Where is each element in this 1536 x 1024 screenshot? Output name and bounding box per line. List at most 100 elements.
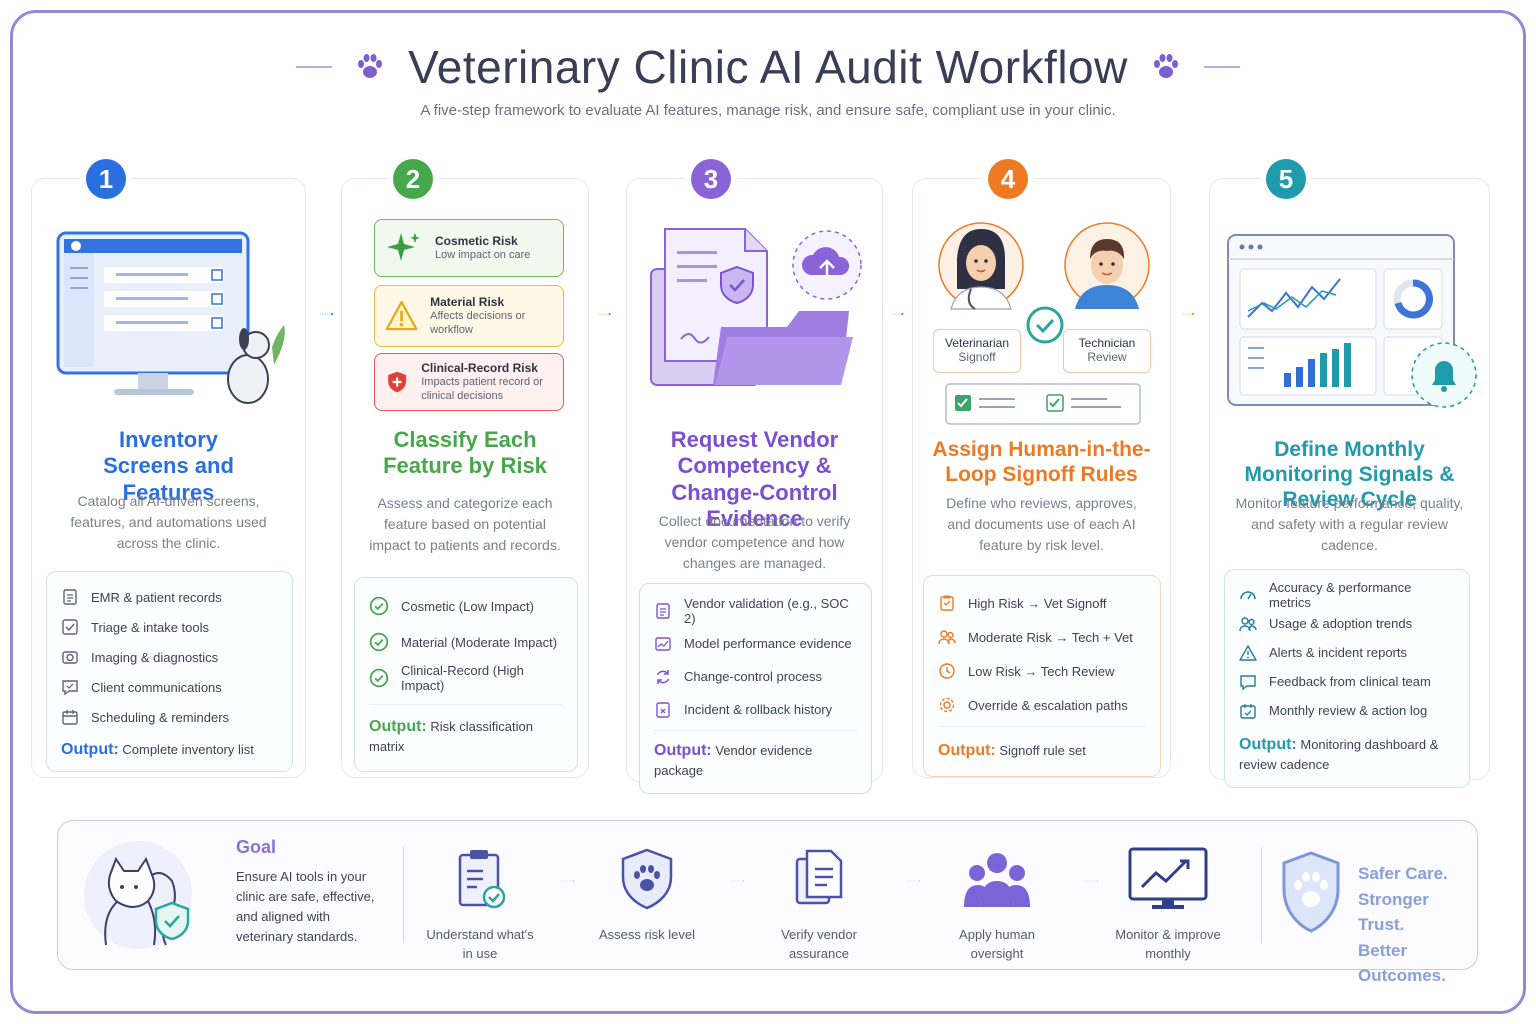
computer-monitor-icon [56, 231, 285, 404]
check-circle-icon [369, 668, 389, 688]
list-item-label: Material (Moderate Impact) [401, 634, 558, 650]
list-item-label: Change-control process [684, 669, 823, 684]
list-item: Usage & adoption trends [1239, 609, 1455, 638]
flow-step-label: Verify vendor assurance [781, 927, 857, 961]
step-description: Assess and categorize each feature based… [369, 495, 561, 553]
list-item-label: Override & escalation paths [968, 697, 1128, 713]
list-item-label: Imaging & diagnostics [91, 649, 219, 665]
header: Veterinary Clinic AI Audit Workflow A fi… [0, 40, 1536, 119]
clipboard-icon [940, 595, 954, 611]
flow-step: Monitor & improve monthly [1108, 847, 1228, 964]
output-text: Complete inventory list [122, 742, 254, 757]
check-circle-icon [369, 596, 389, 616]
list-item-label: Accuracy & performance metrics [1269, 579, 1412, 610]
list-item: Change-control process [654, 660, 857, 693]
step-card-5: 5 Define Monthly Monitoring Signals & Re… [1209, 159, 1490, 789]
risk-card-title: Clinical-Record Risk [421, 360, 538, 375]
list-item: Triage & intake tools [61, 612, 278, 642]
list-item-label: Client communications [91, 679, 222, 695]
step-title: Define Monthly Monitoring Signals & Revi… [1244, 438, 1455, 512]
tagline-line: Safer Care. [1358, 864, 1448, 883]
step-title: Request Vendor Competency & Change-Contr… [670, 427, 839, 532]
output-label: Output: [654, 742, 712, 759]
title-rule-right [1203, 66, 1240, 68]
list-item: Moderate Risk → Tech + Vet [938, 620, 1146, 654]
flow-connector [905, 880, 921, 882]
risk-card-subtitle: Affects decisions or workflow [430, 309, 526, 336]
list-item-label: High Risk → Vet Signoff [968, 595, 1107, 611]
risk-card-subtitle: Impacts patient record or clinical decis… [421, 375, 543, 402]
step-list: EMR & patient records Triage & intake to… [46, 571, 293, 773]
step-output: Output: Signoff rule set [938, 739, 1146, 770]
checklist-bar-icon [945, 383, 1141, 425]
flow-step: Assess risk level [587, 847, 707, 945]
divider [938, 726, 1146, 727]
divider [654, 730, 857, 731]
list-item-label: Scheduling & reminders [91, 709, 230, 725]
paw-icon [1153, 54, 1178, 78]
step-card-3: 3 Request Vendor Competency & Change-Con… [626, 159, 883, 795]
step-output: Output: Monitoring dashboard & review ca… [1239, 733, 1455, 781]
step-number-badge: 3 [691, 159, 731, 199]
veterinarian-avatar [938, 222, 1024, 310]
step-list: Cosmetic (Low Impact) Material (Moderate… [354, 577, 578, 773]
role-title: Technician [1078, 336, 1136, 350]
flow-arrow [892, 312, 904, 316]
sparkle-icon [387, 233, 420, 261]
users-icon [938, 630, 956, 645]
list-item: Model performance evidence [654, 627, 857, 660]
step-description: Collect documentation to verify vendor c… [658, 513, 851, 571]
warning-icon [385, 300, 418, 331]
list-item: Incident & rollback history [654, 693, 857, 726]
list-item: Alerts & incident reports [1239, 638, 1455, 667]
chat-icon [62, 680, 78, 696]
output-label: Output: [1239, 736, 1297, 753]
role-subtitle: Signoff [958, 350, 996, 364]
step-number-badge: 4 [988, 159, 1028, 199]
list-item-label: Model performance evidence [684, 636, 852, 651]
divider [369, 704, 563, 705]
list-item: Scheduling & reminders [61, 702, 278, 732]
goal-title: Goal [236, 837, 277, 857]
list-item: Vendor validation (e.g., SOC 2) [654, 594, 857, 627]
list-item-label: Low Risk → Tech Review [968, 663, 1115, 679]
step-output: Output: Vendor evidence package [654, 739, 857, 787]
flow-step-label: Assess risk level [598, 927, 696, 942]
list-item-label: Triage & intake tools [91, 619, 210, 635]
step-number-badge: 2 [393, 159, 433, 199]
output-label: Output: [369, 718, 427, 735]
flow-step-label: Monitor & improve monthly [1115, 927, 1221, 961]
list-item-label: Alerts & incident reports [1269, 645, 1408, 660]
calendar-check-icon [1240, 703, 1256, 719]
goal-text: Ensure AI tools in your clinic are safe,… [236, 869, 375, 945]
shield-paw-icon [1282, 851, 1340, 933]
title-rule-left [296, 66, 333, 68]
monitor-chart-icon [1128, 847, 1208, 909]
list-item-label: Feedback from clinical team [1269, 674, 1431, 689]
step-list: Accuracy & performance metrics Usage & a… [1224, 569, 1470, 789]
dashboard-monitor-icon [1227, 234, 1477, 408]
flow-arrow [1183, 312, 1195, 316]
warning-icon [1239, 644, 1257, 661]
step-description: Catalog all AI-driven screens, features,… [70, 493, 267, 551]
list-item-label: EMR & patient records [91, 589, 222, 605]
role-badge-technician: Technician Review [1063, 329, 1151, 373]
step-list: Vendor validation (e.g., SOC 2) Model pe… [639, 583, 872, 795]
list-item: Imaging & diagnostics [61, 642, 278, 672]
document-icon [656, 602, 670, 619]
list-item-label: Monthly review & action log [1269, 703, 1428, 718]
risk-card-subtitle: Low impact on care [435, 248, 531, 261]
output-text: Signoff rule set [999, 743, 1086, 758]
list-item: Override & escalation paths [938, 688, 1146, 722]
documents-folder-icon [650, 228, 862, 386]
cat-dog-shield-illustration [84, 841, 192, 949]
role-badge-veterinarian: Veterinarian Signoff [933, 329, 1021, 373]
list-item: Cosmetic (Low Impact) [369, 588, 563, 624]
list-item-label: Moderate Risk → Tech + Vet [968, 629, 1133, 645]
list-item-label: Clinical-Record (High Impact) [401, 663, 524, 693]
calendar-icon [62, 710, 78, 725]
list-item: EMR & patient records [61, 582, 278, 612]
